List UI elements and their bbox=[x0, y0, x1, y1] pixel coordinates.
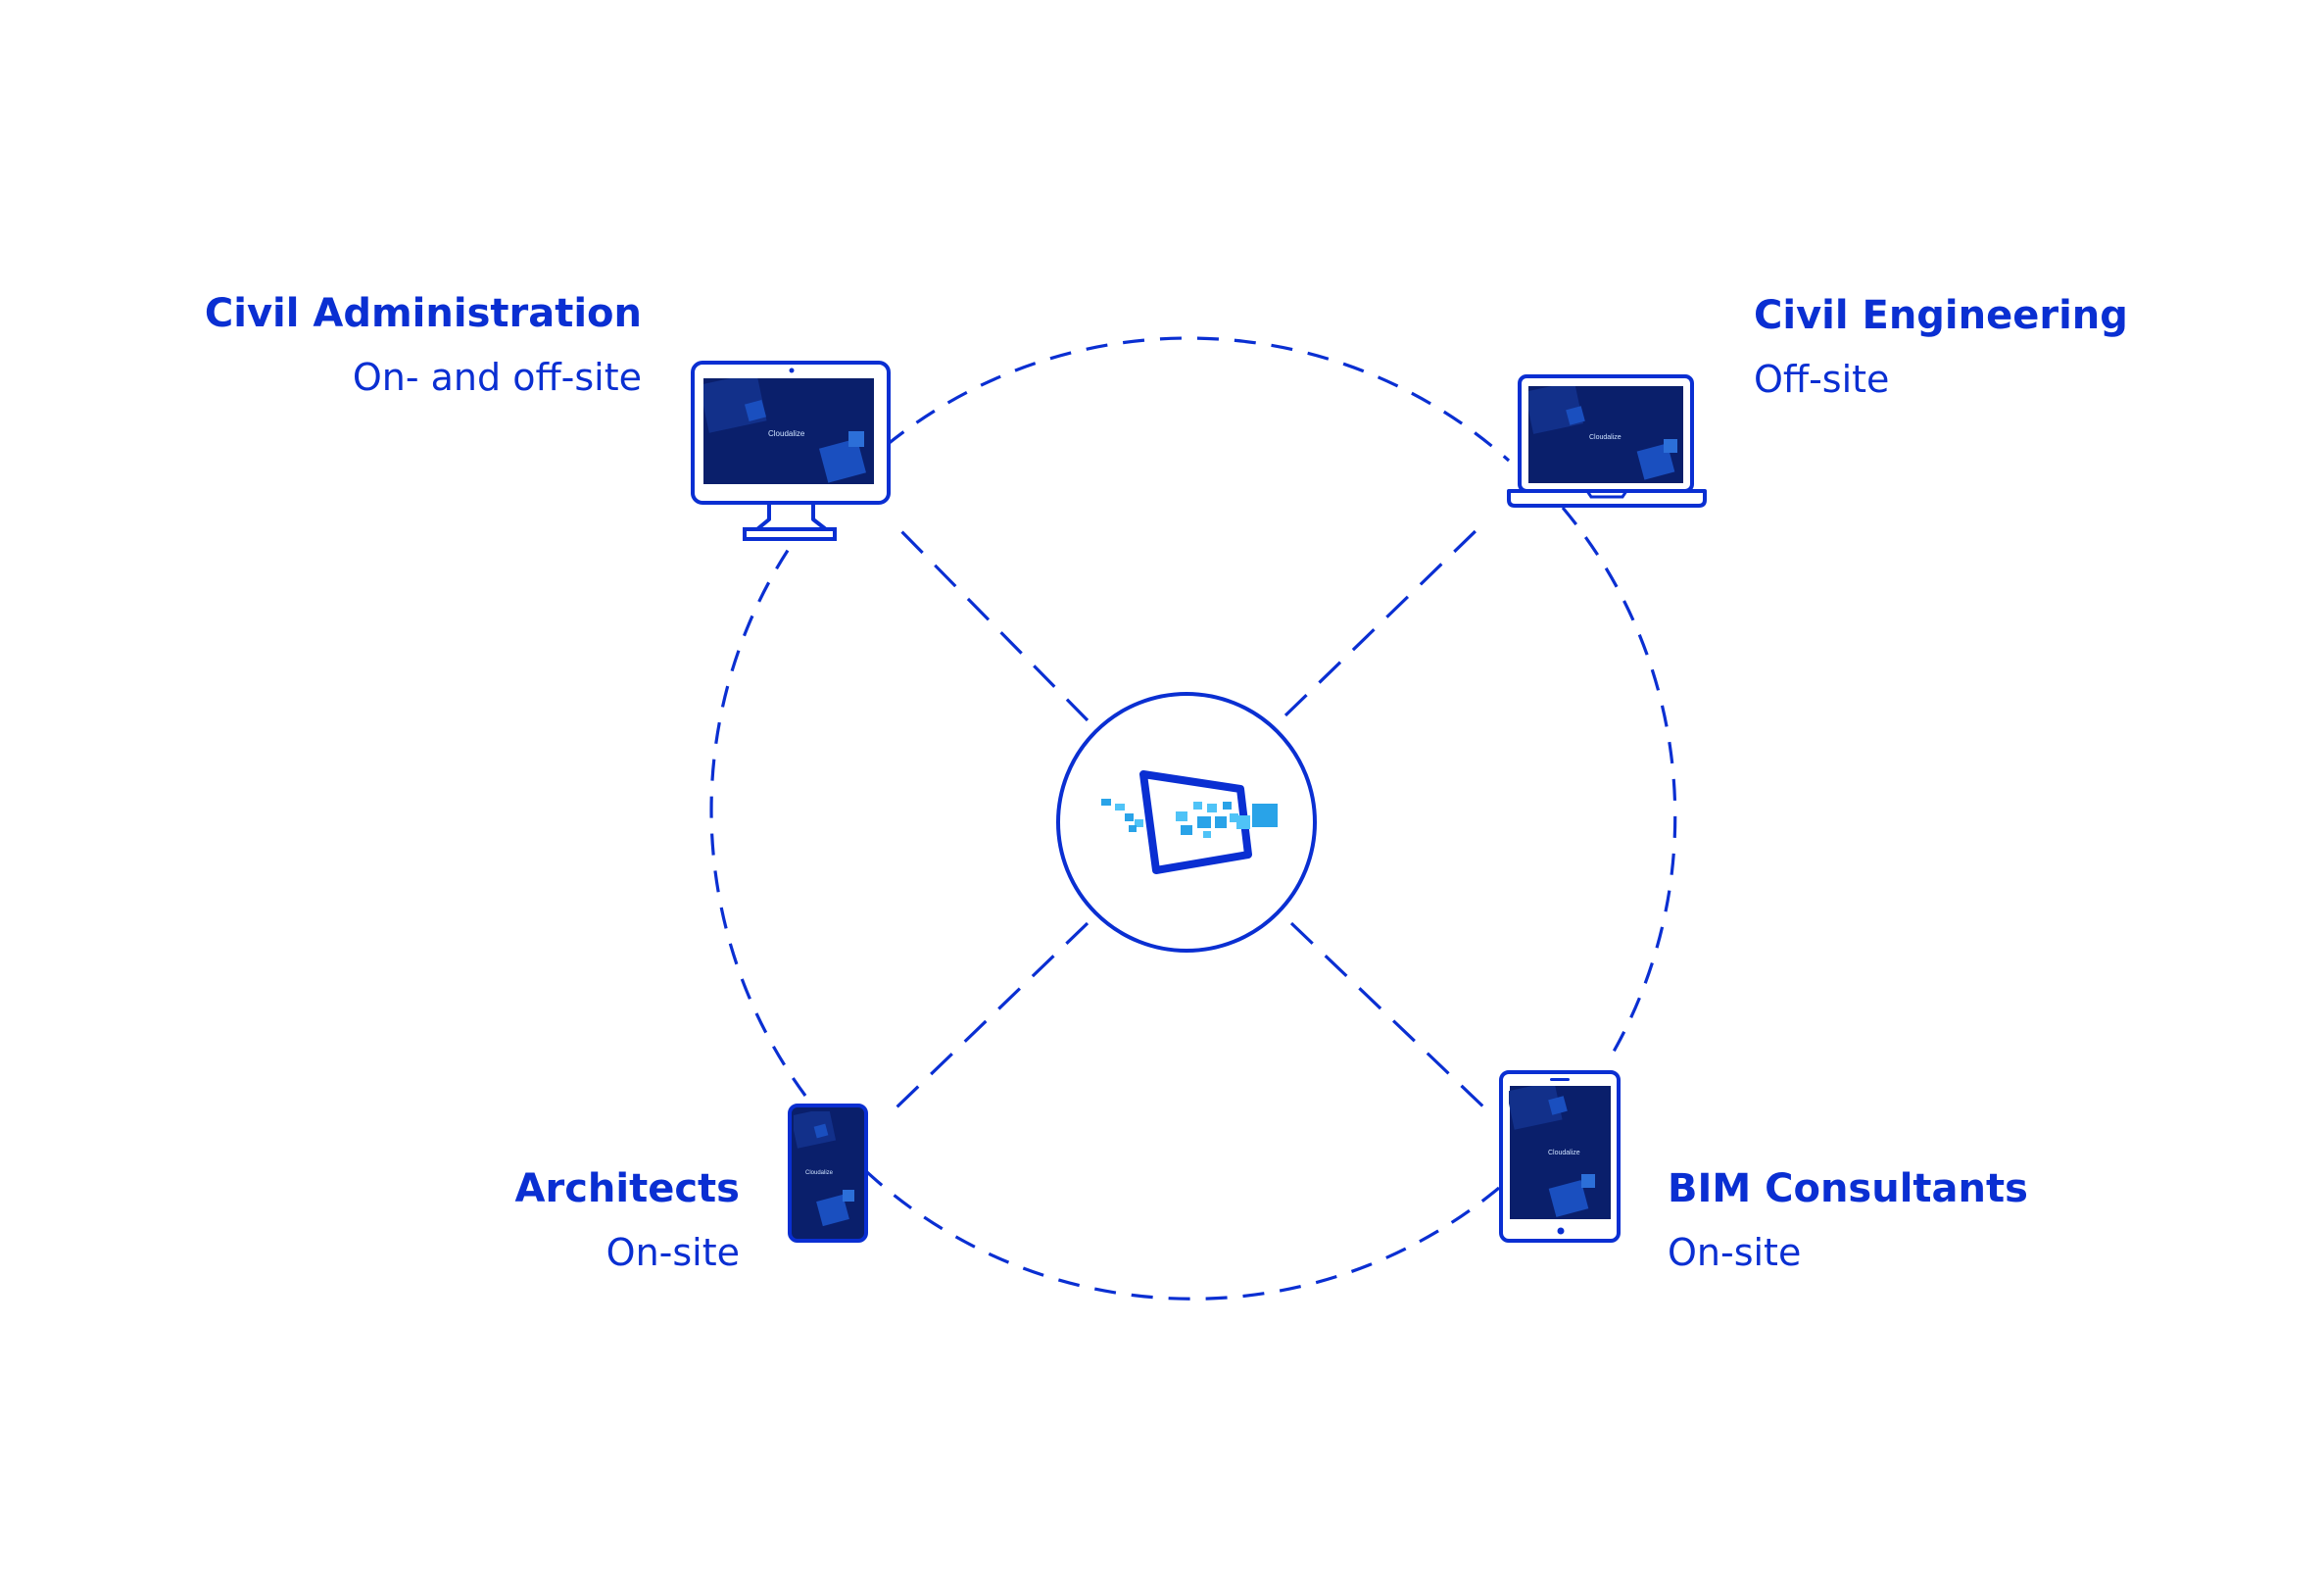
node-title: BIM Consultants bbox=[1668, 1166, 2028, 1211]
tablet-icon: Cloudalize bbox=[1499, 1070, 1621, 1243]
hub-circle bbox=[1056, 692, 1317, 953]
hub bbox=[1056, 692, 1317, 953]
edge-arc-bim-architects bbox=[865, 1170, 1501, 1301]
node-label-bim-consultants: BIM Consultants On-site bbox=[1668, 1169, 2028, 1271]
edge-hub-civil-engineering bbox=[1283, 525, 1481, 717]
phone-screen-text: Cloudalize bbox=[805, 1170, 834, 1176]
node-subtitle: Off-site bbox=[1754, 358, 1890, 401]
edge-arc-architects-admin bbox=[709, 548, 807, 1097]
node-subtitle: On- and off-site bbox=[352, 356, 642, 399]
node-label-civil-administration: Civil Administration On- and off-site bbox=[205, 294, 642, 396]
laptop-icon: Cloudalize bbox=[1507, 374, 1707, 508]
node-title: Civil Engineering bbox=[1754, 293, 2128, 338]
tablet-screen-text: Cloudalize bbox=[1548, 1150, 1580, 1156]
node-subtitle: On-site bbox=[605, 1231, 740, 1274]
smartphone-icon: Cloudalize bbox=[788, 1104, 868, 1243]
edge-hub-civil-administration bbox=[897, 527, 1089, 722]
node-title: Architects bbox=[514, 1166, 740, 1211]
desktop-monitor-icon: Cloudalize bbox=[691, 361, 891, 541]
edge-arc-engineering-bim bbox=[1561, 506, 1677, 1064]
node-subtitle: On-site bbox=[1668, 1231, 1802, 1274]
node-title: Civil Administration bbox=[204, 291, 642, 336]
node-label-architects: Architects On-site bbox=[515, 1169, 740, 1271]
cloudalize-logo-icon bbox=[1101, 770, 1278, 874]
laptop-screen-text: Cloudalize bbox=[1589, 434, 1622, 441]
outer-ring bbox=[709, 336, 1677, 1301]
node-label-civil-engineering: Civil Engineering Off-site bbox=[1754, 296, 2128, 398]
monitor-screen-text: Cloudalize bbox=[768, 429, 805, 438]
edge-hub-architects bbox=[895, 921, 1089, 1109]
edge-arc-admin-engineering bbox=[885, 336, 1511, 463]
edge-hub-bim-consultants bbox=[1289, 921, 1491, 1114]
